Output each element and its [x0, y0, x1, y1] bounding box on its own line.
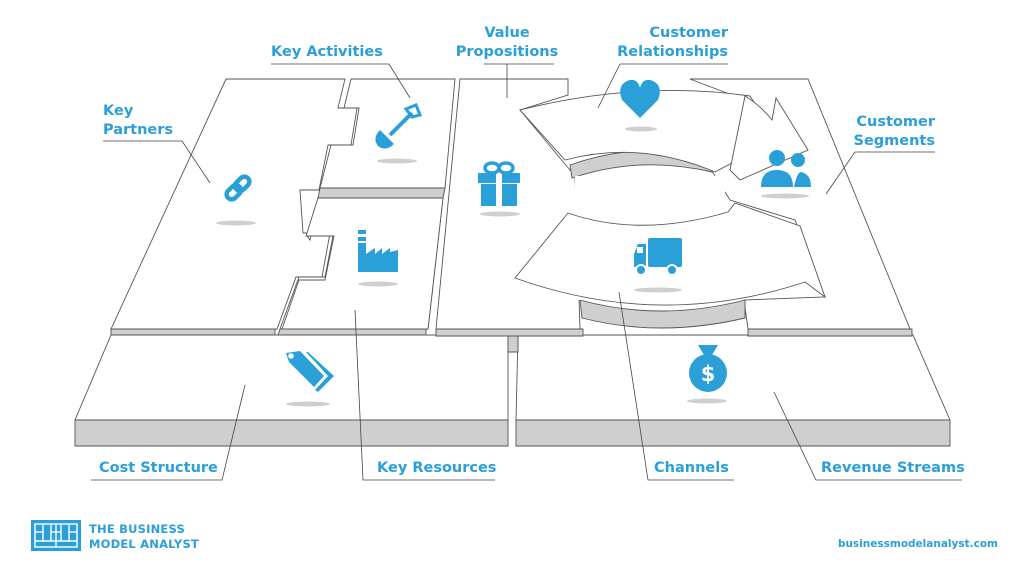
factory-icon: [358, 230, 398, 272]
key-resources-leader: [354, 309, 495, 481]
channels-leader: [618, 291, 734, 481]
revenue-streams-block: [515, 334, 951, 447]
gift-shadow: [480, 211, 520, 217]
key-partners-leader: [103, 140, 211, 184]
factory-shadow: [358, 281, 398, 287]
chain-link-shadow: [216, 220, 256, 226]
gift-icon: [478, 161, 520, 206]
footer-url-link[interactable]: businessmodelanalyst.com: [837, 538, 998, 550]
key-activities-label: Key Activities: [271, 44, 383, 60]
customer-segments-label-line1: Customer: [856, 114, 935, 130]
key-partners-label-line2: Partners: [103, 122, 173, 138]
shovel-icon: [375, 103, 423, 149]
key-resources-label: Key Resources: [377, 460, 496, 476]
customer-segments-leader: [825, 151, 935, 195]
customer-segments-label-line2: Segments: [854, 133, 936, 149]
money-bag-icon: $: [689, 345, 727, 392]
users-shadow: [761, 193, 809, 199]
revenue-streams-label: Revenue Streams: [821, 460, 965, 476]
chain-link-icon: [224, 174, 252, 202]
channels-label: Channels: [654, 460, 729, 476]
key-partners-label-line1: Key: [103, 103, 134, 119]
value-propositions-label-line2: Propositions: [456, 44, 559, 60]
cost-structure-leader: [91, 384, 246, 481]
key-activities-leader: [271, 63, 411, 99]
brand-name-line1: THE BUSINESS: [89, 522, 185, 536]
svg-text:$: $: [701, 362, 716, 386]
price-tag-icon: [286, 351, 334, 392]
brand-name-line2: MODEL ANALYST: [89, 537, 199, 551]
arrow-depth-bottom: [579, 299, 746, 329]
key-activities-block: [317, 78, 456, 199]
heart-icon: [620, 79, 660, 118]
customer-relationships-label-line2: Relationships: [617, 44, 728, 60]
cost-structure-label: Cost Structure: [99, 460, 218, 476]
canvas-grid-logo: [31, 520, 81, 551]
value-propositions-label-line1: Value: [484, 25, 530, 41]
customer-relationships-label-line1: Customer: [649, 25, 728, 41]
truck-shadow: [634, 287, 682, 293]
users-icon: [761, 150, 811, 187]
truck-icon: [634, 238, 682, 276]
shovel-shadow: [377, 158, 417, 164]
plate-connector: [507, 334, 519, 353]
customer-relationships-leader: [597, 63, 728, 109]
cost-structure-block: [74, 334, 509, 447]
brand-name: THE BUSINESS MODEL ANALYST: [89, 522, 199, 552]
revenue-streams-leader: [773, 391, 962, 481]
money-bag-shadow: [687, 398, 727, 404]
heart-shadow: [625, 126, 657, 132]
price-tag-shadow: [286, 401, 330, 407]
customer-segments-block: [689, 78, 913, 337]
